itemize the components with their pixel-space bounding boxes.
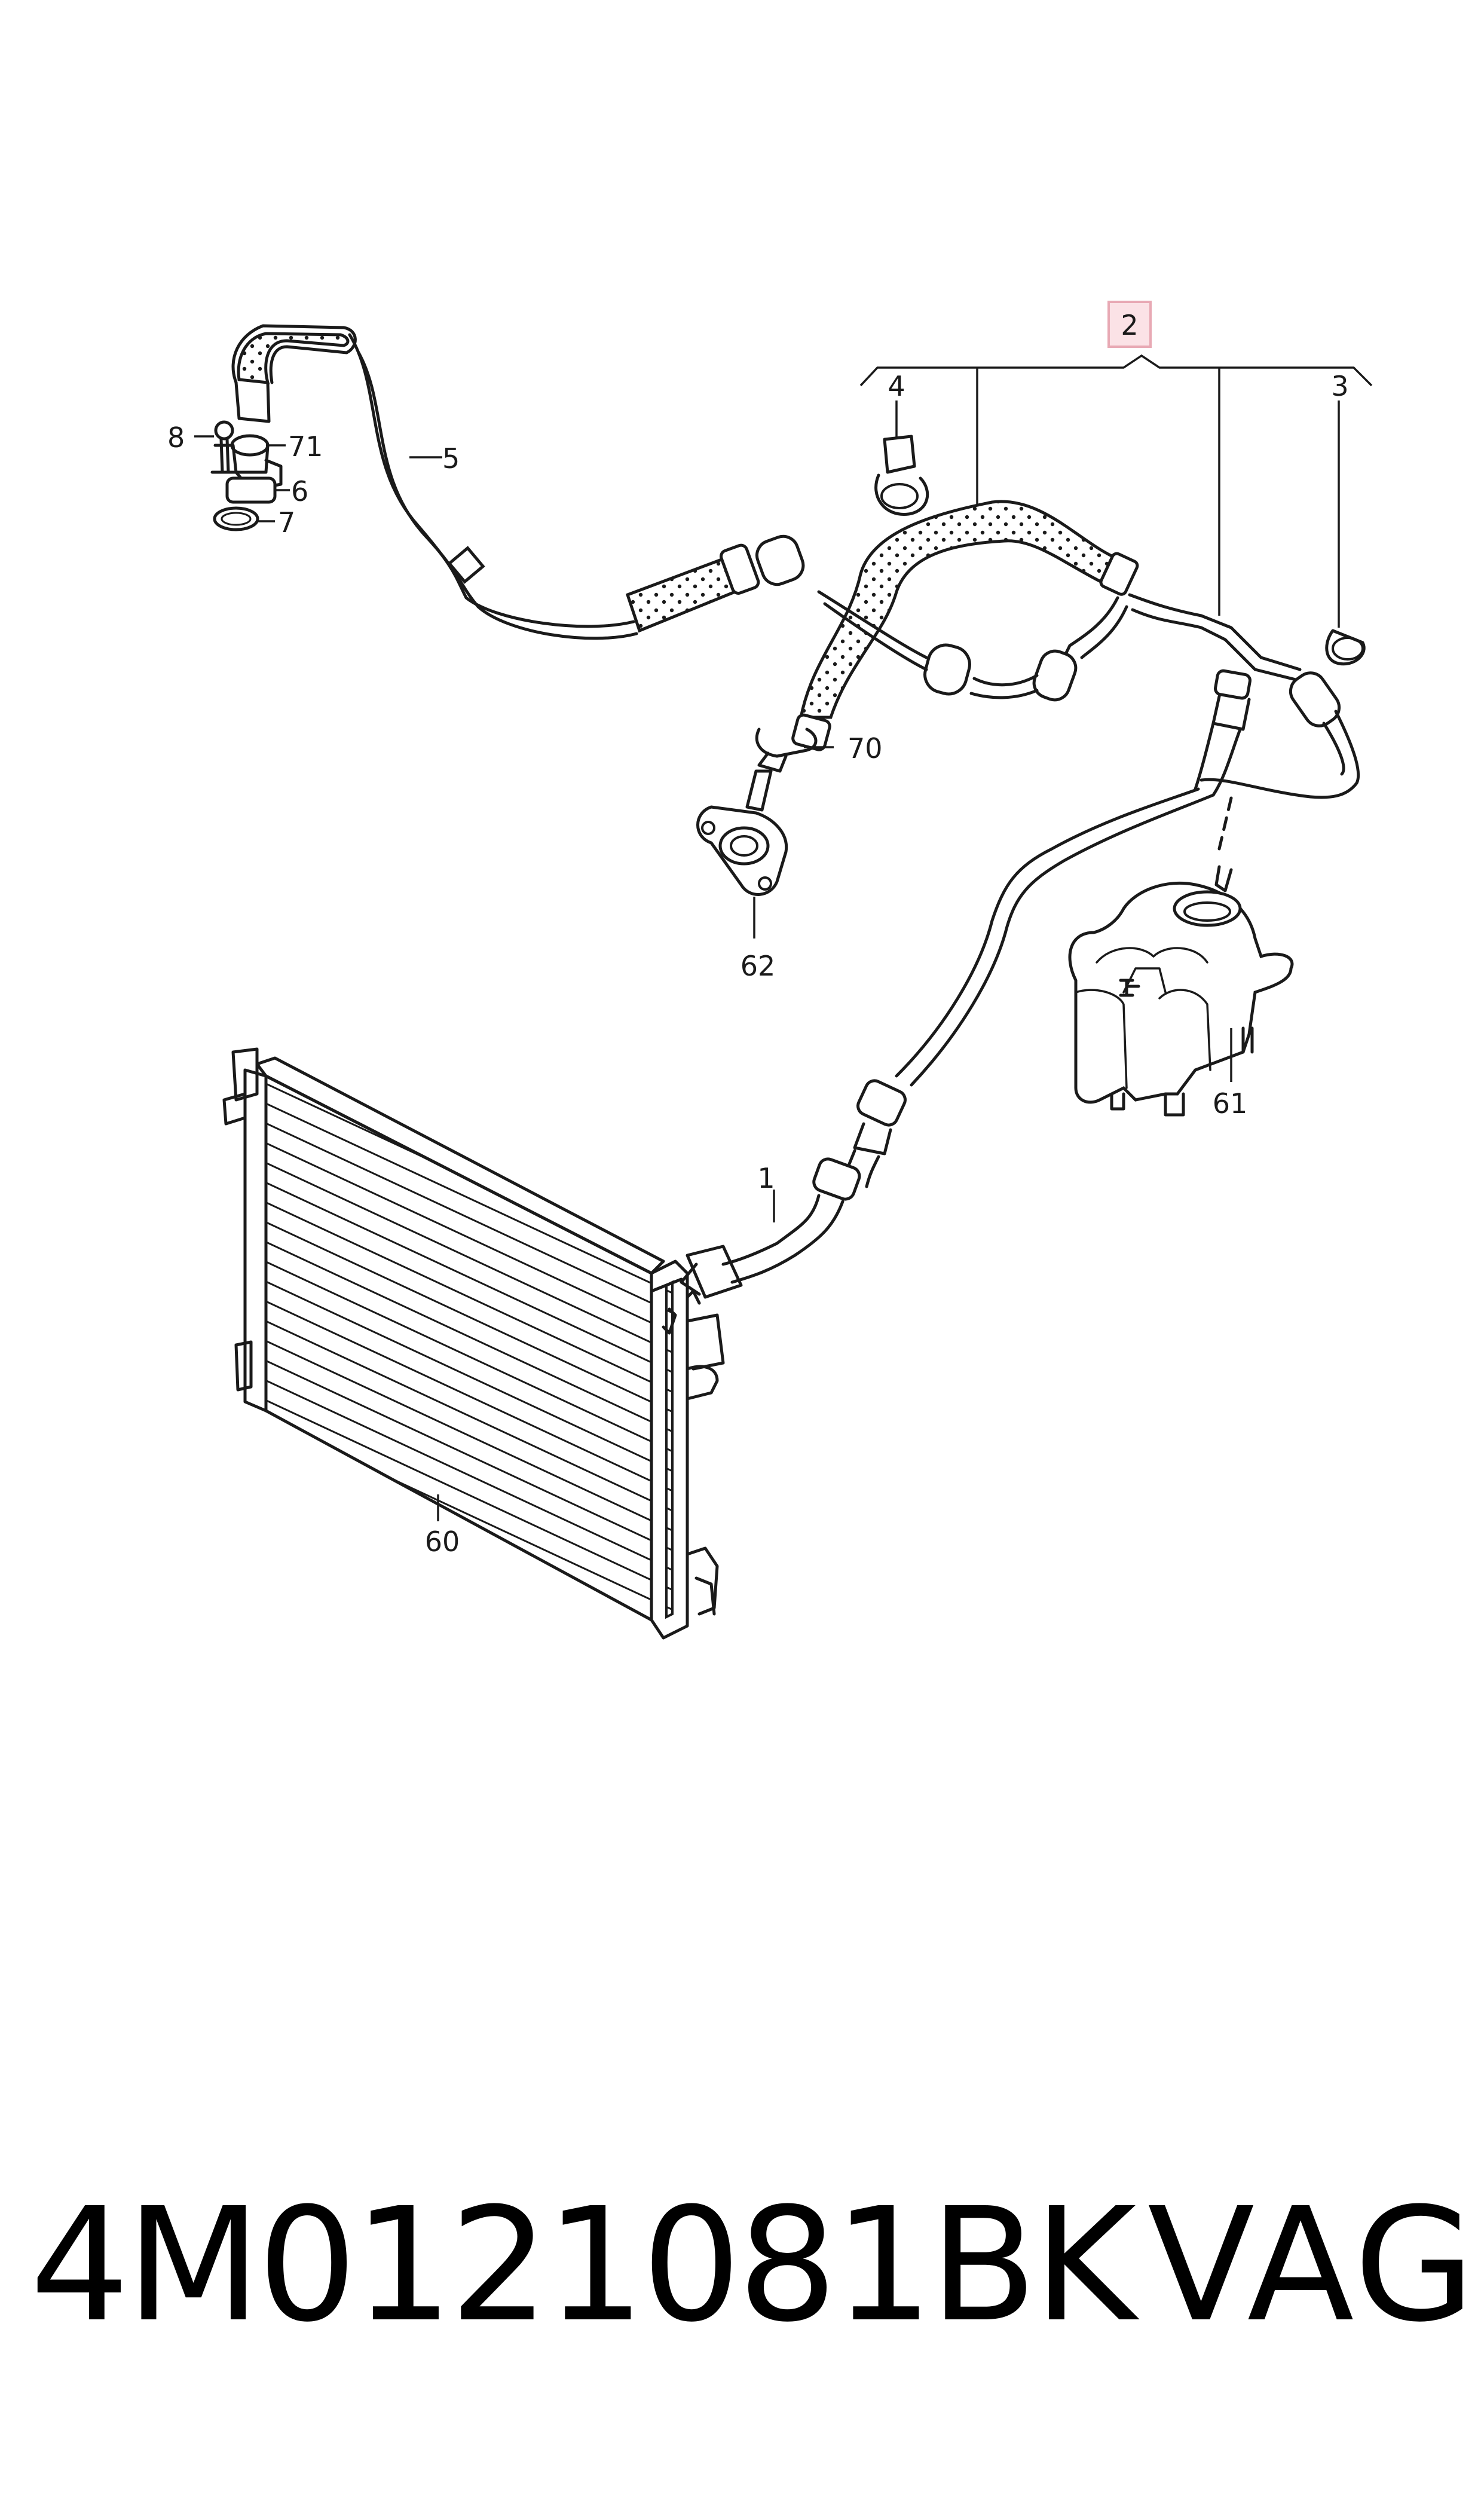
label-3: 3 [1331, 370, 1348, 402]
assembly-bracket-2 [859, 354, 1373, 628]
label-62: 62 [741, 950, 776, 982]
label-70: 70 [847, 732, 883, 765]
hose-1 [680, 669, 1252, 1299]
fitting-group-left [194, 420, 290, 531]
hose-2 [791, 500, 1360, 799]
label-60: 60 [425, 1526, 460, 1558]
part-number-footer: 4M0121081BK VAG [30, 2174, 1475, 2356]
parts-diagram: 1 2 3 4 5 6 7 8 60 61 62 70 71 [167, 301, 1373, 1640]
brand-label: VAG [1148, 2174, 1478, 2356]
highlight-box-2 [1107, 301, 1152, 348]
label-71: 71 [288, 430, 323, 463]
label-4: 4 [888, 370, 905, 402]
clip-4 [874, 435, 929, 516]
label-5: 5 [442, 442, 460, 475]
clip-3 [1325, 629, 1366, 666]
label-6: 6 [291, 475, 308, 508]
part-number: 4M0121081BK [30, 2174, 1136, 2356]
radiator-60 [222, 1047, 725, 1640]
part-labels: 1 2 3 4 5 6 7 8 60 61 62 70 71 [167, 309, 1349, 1558]
hose-5 [231, 324, 805, 640]
label-8: 8 [167, 421, 185, 454]
label-1: 1 [757, 1162, 775, 1194]
label-2: 2 [1121, 309, 1138, 341]
expansion-tank-61 [1068, 865, 1294, 1117]
label-61: 61 [1213, 1087, 1248, 1120]
flange-62 [696, 727, 834, 938]
label-7: 7 [278, 506, 295, 539]
